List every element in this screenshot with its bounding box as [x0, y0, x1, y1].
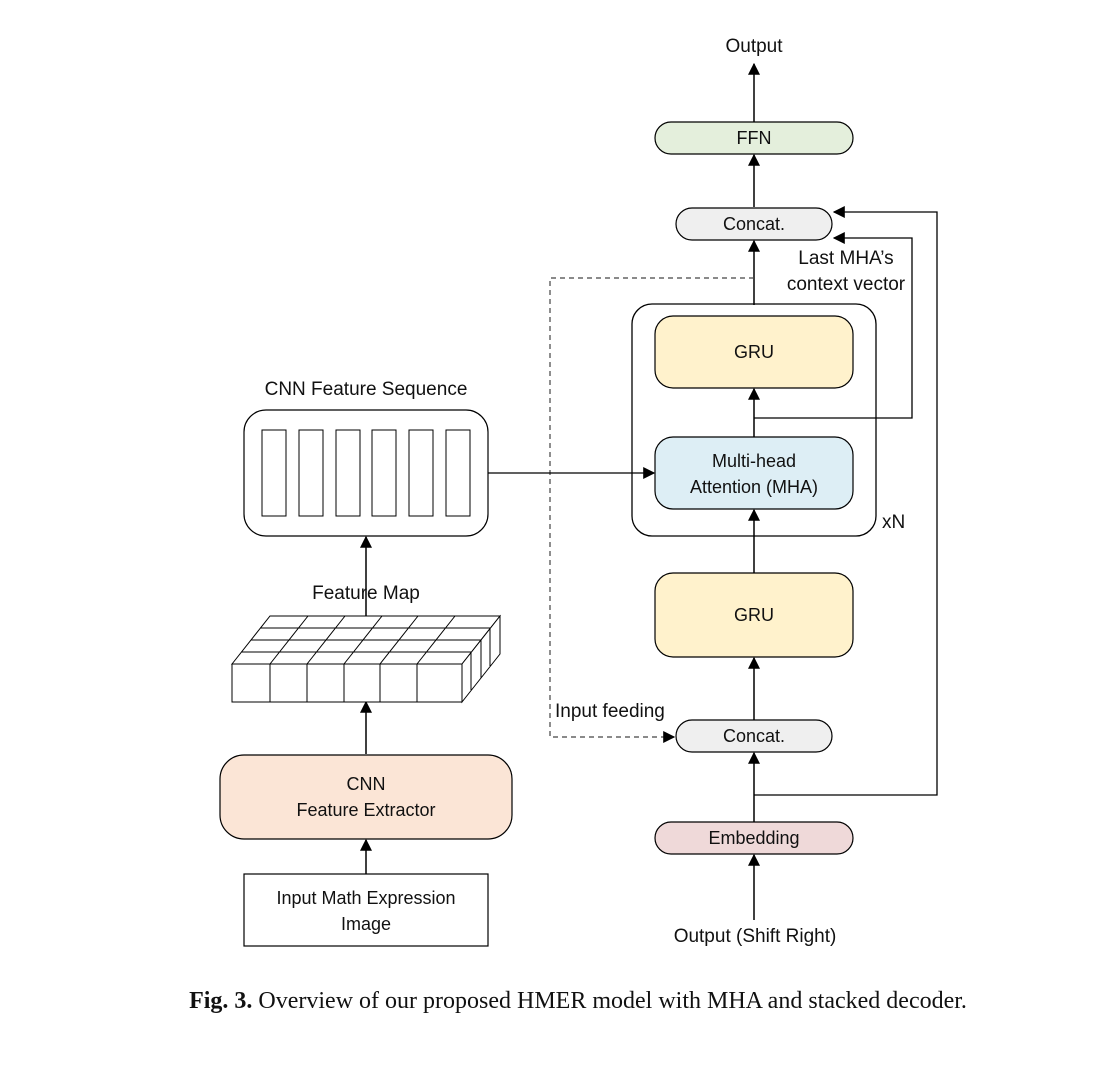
caption-text: Overview of our proposed HMER model with… [258, 988, 967, 1014]
ffn-label: FFN [737, 128, 772, 148]
input-feeding-label: Input feeding [555, 701, 665, 722]
output-label: Output [725, 36, 783, 57]
cnn-label-1: CNN [347, 774, 386, 794]
last-mha-label-2: context vector [787, 274, 906, 295]
input-image-label-1: Input Math Expression [276, 888, 455, 908]
cnn-label-2: Feature Extractor [296, 800, 435, 820]
mha-label-2: Attention (MHA) [690, 477, 818, 497]
xn-label: xN [882, 512, 905, 533]
figure-caption: Fig. 3. Overview of our proposed HMER mo… [0, 988, 1116, 1015]
context-vector-line [754, 232, 913, 419]
input-feeding-line [549, 277, 754, 743]
last-mha-label-1: Last MHA’s [798, 248, 893, 269]
cnn-feature-sequence-label: CNN Feature Sequence [265, 379, 468, 400]
mha-label-1: Multi-head [712, 451, 796, 471]
input-image-label-2: Image [341, 914, 391, 934]
caption-label: Fig. 3. [189, 988, 253, 1014]
mha-box [654, 436, 854, 510]
output-shift-right-label: Output (Shift Right) [674, 926, 837, 947]
skip-embedding-to-concat [754, 206, 938, 796]
gru-bottom-label: GRU [734, 605, 774, 625]
input-image-box [243, 873, 489, 947]
feature-sequence-columns [261, 429, 471, 517]
concat-top-label: Concat. [723, 214, 785, 234]
feature-map-grid [230, 614, 502, 704]
gru-top-label: GRU [734, 342, 774, 362]
concat-bottom-label: Concat. [723, 726, 785, 746]
cnn-box [219, 754, 513, 840]
embedding-label: Embedding [708, 828, 799, 848]
feature-map-label: Feature Map [312, 583, 420, 604]
